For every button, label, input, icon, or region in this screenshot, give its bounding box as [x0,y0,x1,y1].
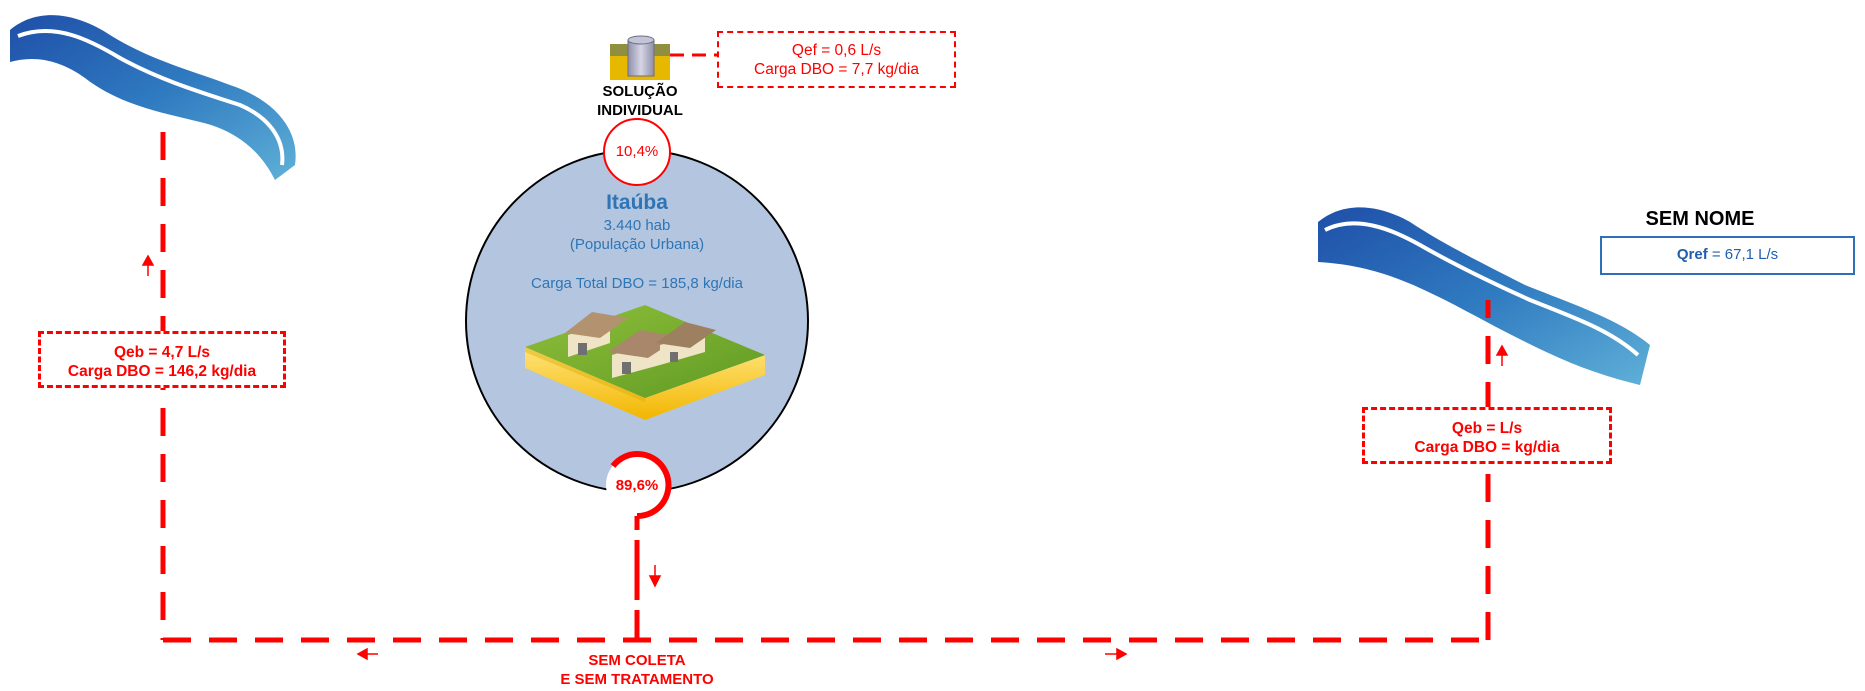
city-name: Itaúba [606,191,668,214]
individual-solution-label-line2: INDIVIDUAL [597,102,683,119]
effluent-load-text: Carga DBO = 7,7 kg/dia [754,61,919,78]
city-population: 3.440 hab [603,217,671,234]
no-collection-percent-circle [606,451,672,520]
effluent-flow-text: Qef = 0,6 L/s [791,42,882,59]
direction-arrows [141,254,1509,661]
right-discharge-flow: Qeb = L/s [1451,420,1523,437]
qref-label: Qref [1676,246,1708,263]
individual-effluent-box: Qef = 0,6 L/s Carga DBO = 7,7 kg/dia [717,31,956,88]
individual-solution-label-line1: SOLUÇÃO [602,83,678,100]
arrow-up-left-icon [141,254,155,276]
no-collection-label-line2: E SEM TRATAMENTO [560,671,714,688]
arrow-down-center-icon [648,565,662,588]
arrow-left-bottom-icon [356,647,378,661]
right-discharge-load: Carga DBO = kg/dia [1414,439,1560,456]
city-total-load: Carga Total DBO = 185,8 kg/dia [531,275,743,292]
arrow-right-bottom-icon [1105,647,1128,661]
no-collection-label-line1: SEM COLETA [588,652,686,669]
right-river-name: SEM NOME [1645,208,1755,230]
no-collection-percent-text: 89,6% [615,477,659,494]
septic-tank-icon [610,35,670,80]
no-collection-label: SEM COLETA E SEM TRATAMENTO [537,651,737,689]
right-river-icon [1318,207,1650,385]
left-discharge-box: Qeb = 4,7 L/s Carga DBO = 146,2 kg/dia [38,331,286,388]
city-population-type: (População Urbana) [569,236,705,253]
right-discharge-box: Qeb = L/s Carga DBO = kg/dia [1362,407,1612,464]
left-river-icon [10,15,296,180]
town-block-icon [525,305,765,420]
individual-percent-text: 10,4% [615,143,659,160]
left-discharge-load: Carga DBO = 146,2 kg/dia [67,363,257,380]
qref-box: Qref = 67,1 L/s [1600,236,1855,275]
qref-value: = 67,1 L/s [1707,246,1779,263]
individual-percent-circle [603,118,671,186]
flow-lines [160,53,1491,643]
individual-solution-label: SOLUÇÃO INDIVIDUAL [580,82,700,120]
arrow-up-right-icon [1495,344,1509,366]
left-discharge-flow: Qeb = 4,7 L/s [113,344,211,361]
